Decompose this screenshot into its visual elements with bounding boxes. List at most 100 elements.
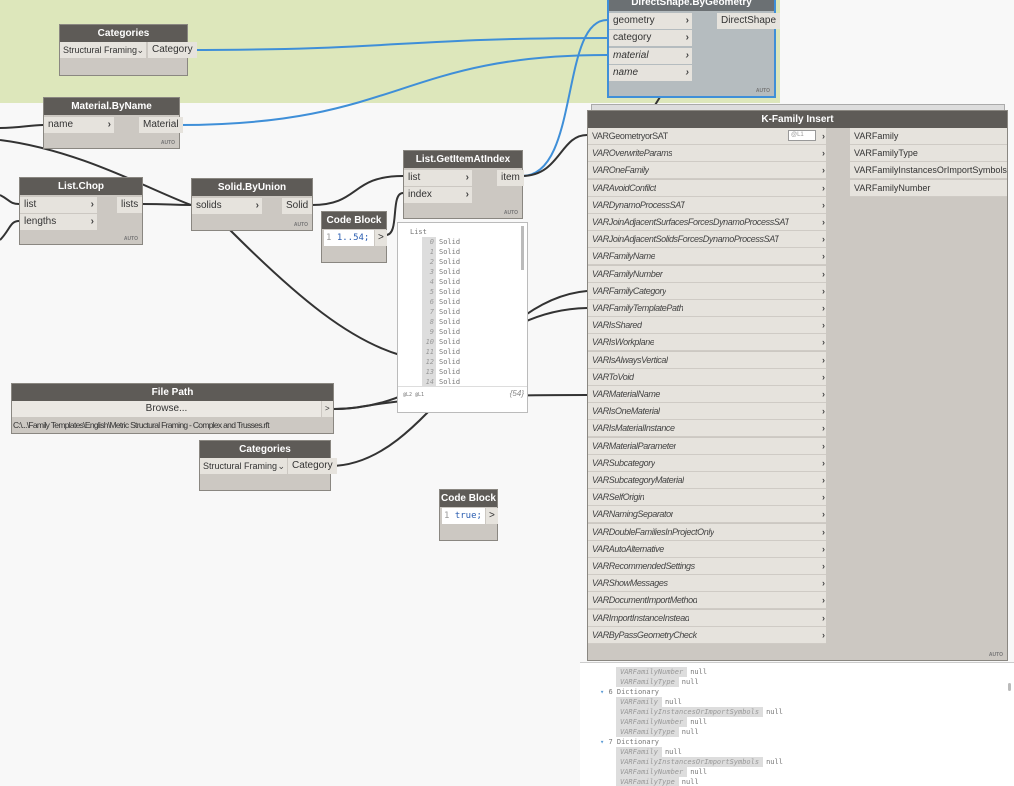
input-port-varisworkplane[interactable]: VARIsWorkplane› [588, 334, 826, 352]
directshape-bygeometry-node[interactable]: DirectShape.ByGeometry geometry› categor… [607, 0, 781, 98]
input-port-varbypassgeometrycheck[interactable]: VARByPassGeometryCheck› [588, 626, 826, 644]
input-port-name[interactable]: name› [44, 117, 114, 133]
input-port-varrecommendedsettings[interactable]: VARRecommendedSettings› [588, 558, 826, 575]
category-dropdown[interactable]: Structural Framing⌄ [60, 42, 146, 58]
input-port-varfamilynumber[interactable]: VARFamilyNumber› [588, 265, 826, 283]
input-port-varsubcategory[interactable]: VARSubcategory› [588, 454, 826, 472]
categories-node[interactable]: Categories Structural Framing⌄ Category [199, 440, 337, 491]
input-port-varoverwriteparams[interactable]: VAROverwriteParams› [588, 145, 826, 163]
output-port-varfamily[interactable]: VARFamily [850, 128, 1007, 145]
input-port-varfamilytemplatepath[interactable]: VARFamilyTemplatePath› [588, 300, 826, 317]
input-port-varsubcategorymaterial[interactable]: VARSubcategoryMaterial› [588, 472, 826, 489]
input-port-varisalwaysvertical[interactable]: VARIsAlwaysVertical› [588, 351, 826, 369]
input-port-varonefamily[interactable]: VAROneFamily› [588, 162, 826, 180]
input-port-varimportinstanceinstead[interactable]: VARImportInstanceInstead› [588, 609, 826, 627]
input-port-vardoublefamiliesinprojectonly[interactable]: VARDoubleFamiliesInProjectOnly› [588, 523, 826, 541]
input-port-vardocumentimportmethod[interactable]: VARDocumentImportMethod› [588, 592, 826, 610]
input-port-category[interactable]: category› [609, 30, 692, 46]
input-port-varnamingseparator[interactable]: VARNamingSeparator› [588, 506, 826, 524]
k-family-insert-node[interactable]: K-Family Insert VARGeometryorSAT›VAROver… [587, 110, 1008, 661]
entry-value: null [681, 778, 699, 786]
port-label: VARFamilyName [592, 251, 656, 262]
input-port-varjoinadjacentsolidsforcesdynamoprocesssat[interactable]: VARJoinAdjacentSolidsForcesDynamoProcess… [588, 231, 826, 249]
input-port-varavoidconfilct[interactable]: VARAvoidConfilct› [588, 179, 826, 197]
list-getitematindex-node[interactable]: List.GetItemAtIndex list› index› item AU… [403, 150, 524, 219]
chevron-right-icon: › [685, 67, 689, 78]
code-block-node[interactable]: Code Block 1 1..54; > [321, 211, 387, 263]
input-port-list[interactable]: list› [20, 197, 97, 213]
output-port-varfamilynumber[interactable]: VARFamilyNumber [850, 179, 1007, 197]
list-chop-node[interactable]: List.Chop list› lengths› lists AUTO [19, 177, 143, 245]
input-port-varselforigin[interactable]: VARSelfOrigin› [588, 489, 826, 507]
input-port-list[interactable]: list› [404, 170, 472, 186]
input-port-varfamilycategory[interactable]: VARFamilyCategory› [588, 282, 826, 300]
input-port-name[interactable]: name› [609, 65, 692, 81]
input-port-vardynamoprocesssat[interactable]: VARDynamoProcessSAT› [588, 196, 826, 214]
item-index: 11 [422, 347, 436, 357]
code-block-node[interactable]: Code Block 1 true; > [439, 489, 498, 541]
output-port-varfamilyinstancesorimportsymbols[interactable]: VARFamilyInstancesOrImportSymbols [850, 162, 1007, 180]
output-port-solid[interactable]: Solid [282, 198, 313, 214]
input-port-varisonematerial[interactable]: VARIsOneMaterial› [588, 403, 826, 421]
input-port-varisshared[interactable]: VARIsShared› [588, 317, 826, 335]
list-level-selector[interactable]: @L1 [788, 130, 816, 141]
output-port-category[interactable]: Category [288, 458, 337, 474]
solid-byunion-node[interactable]: Solid.ByUnion solids› Solid AUTO [191, 178, 313, 231]
output-port-item[interactable]: item [497, 170, 524, 186]
dropdown-value: Structural Framing [203, 461, 278, 471]
category-dropdown[interactable]: Structural Framing⌄ [200, 458, 287, 474]
input-port-varshowmessages[interactable]: VARShowMessages› [588, 575, 826, 593]
input-port-varautoalternative[interactable]: VARAutoAlternative› [588, 540, 826, 558]
file-path-node[interactable]: File Path Browse... > C:\...\Family Temp… [11, 383, 334, 434]
output-port[interactable]: > [375, 230, 387, 246]
input-port-vartovoid[interactable]: VARToVoid› [588, 368, 826, 386]
scrollbar[interactable] [521, 226, 524, 270]
input-port-lengths[interactable]: lengths› [20, 214, 97, 230]
input-port-vargeometryorsat[interactable]: VARGeometryorSAT› [588, 128, 826, 145]
material-byname-node[interactable]: Material.ByName name› Material AUTO [43, 97, 183, 149]
preview-dictionary-header: ▾ 6 Dictionary [600, 687, 783, 697]
item-index: 12 [422, 357, 436, 367]
output-port-category[interactable]: Category [148, 42, 197, 58]
port-label: VARAvoidConfilct [592, 182, 656, 193]
output-port-varfamilytype[interactable]: VARFamilyType [850, 145, 1007, 163]
entry-value: null [681, 728, 699, 736]
output-port-directshape[interactable]: DirectShape [717, 13, 781, 29]
code-editor[interactable]: 1 1..54; [324, 230, 374, 246]
input-port-varismaterialinstance[interactable]: VARIsMaterialInstance› [588, 420, 826, 438]
item-index: 2 [422, 257, 436, 267]
item-value: Solid [439, 258, 461, 266]
code-editor[interactable]: 1 true; [442, 508, 485, 524]
chevron-right-icon: › [255, 200, 259, 211]
input-port-index[interactable]: index› [404, 187, 472, 203]
output-port[interactable]: > [322, 401, 333, 417]
node-title: List.GetItemAtIndex [404, 151, 522, 168]
output-port-material[interactable]: Material [139, 117, 183, 133]
browse-button[interactable]: Browse... [12, 401, 321, 417]
chevron-right-icon: › [822, 131, 825, 141]
port-label: VARMaterialParameter [592, 440, 677, 451]
item-value: Solid [439, 308, 461, 316]
scrollbar[interactable] [1008, 683, 1011, 691]
input-port-varfamilyname[interactable]: VARFamilyName› [588, 248, 826, 266]
input-port-varmaterialname[interactable]: VARMaterialName› [588, 386, 826, 403]
input-port-geometry[interactable]: geometry› [609, 13, 692, 29]
port-label: solids [196, 200, 222, 211]
chevron-right-icon: › [822, 371, 825, 382]
collapse-triangle-icon[interactable]: ▾ [600, 738, 605, 746]
categories-node[interactable]: Categories Structural Framing⌄ Category [59, 24, 197, 76]
input-port-solids[interactable]: solids › [192, 198, 262, 214]
input-port-varmaterialparameter[interactable]: VARMaterialParameter› [588, 437, 826, 455]
output-port[interactable]: > [486, 508, 498, 524]
node-title: DirectShape.ByGeometry [609, 0, 774, 11]
collapse-triangle-icon[interactable]: ▾ [600, 688, 605, 696]
output-port-lists[interactable]: lists [117, 197, 143, 213]
chevron-right-icon: › [822, 423, 825, 434]
chevron-right-icon: › [822, 389, 825, 399]
input-port-material[interactable]: material› [609, 48, 692, 64]
input-port-varjoinadjacentsurfacesforcesdynamoprocesssat[interactable]: VARJoinAdjacentSurfacesForcesDynamoProce… [588, 214, 826, 231]
